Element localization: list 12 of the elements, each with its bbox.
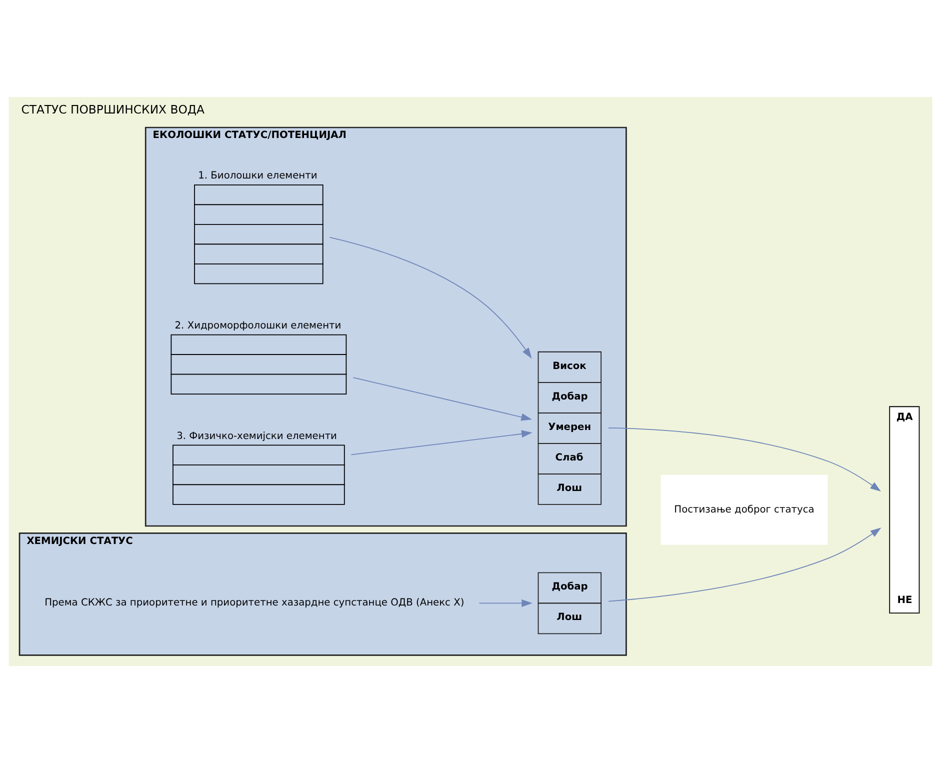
node-label: 2. Хидроморфолошки елементи xyxy=(174,320,342,331)
diagram-title: СТАТУС ПОВРШИНСКИХ ВОДА xyxy=(21,102,205,116)
node-label: 3. Физичко-хемијски елементи xyxy=(176,430,337,442)
node-text: Према СКЖС за приоритетне и приоритетне хазардне супстанце ОДВ (Анекс X) xyxy=(44,597,464,608)
arrow xyxy=(608,426,881,492)
node-label: 1. Биолошки елементи xyxy=(198,170,318,181)
arrow xyxy=(608,527,882,602)
arrow xyxy=(478,598,532,606)
arrow xyxy=(350,430,532,455)
arrow xyxy=(352,376,532,420)
node-box: Постизање доброг статуса xyxy=(660,473,829,546)
arrow xyxy=(329,236,532,358)
